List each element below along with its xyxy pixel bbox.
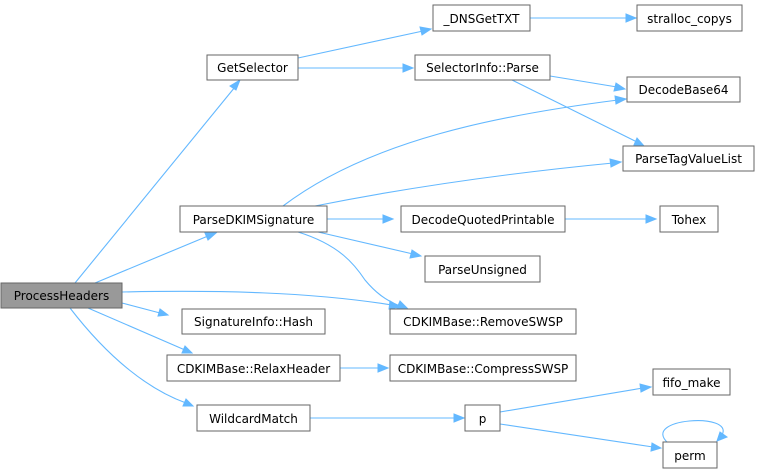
node-getselector[interactable]: GetSelector xyxy=(206,54,299,81)
node-label: SelectorInfo::Parse xyxy=(426,61,539,75)
node-relaxheader[interactable]: CDKIMBase::RelaxHeader xyxy=(166,354,341,382)
edge-decodequotedprintable-tohex xyxy=(565,214,658,224)
edge-processheaders-parsedkimsignature xyxy=(94,232,218,284)
edge-p-fifomake xyxy=(499,383,653,413)
node-decodebase64[interactable]: DecodeBase64 xyxy=(626,76,741,103)
edge-processheaders-wildcardmatch xyxy=(69,307,195,407)
node-decodequotedprintable[interactable]: DecodeQuotedPrintable xyxy=(400,205,566,233)
edge-processheaders-relaxheader xyxy=(87,307,194,354)
node-tohex[interactable]: Tohex xyxy=(659,205,719,233)
edge-wildcardmatch-p xyxy=(310,413,466,423)
edge-parsedkimsignature-decodebase64 xyxy=(282,95,628,207)
node-perm[interactable]: perm xyxy=(662,441,718,469)
node-wildcardmatch[interactable]: WildcardMatch xyxy=(196,404,311,432)
node-compressswsp[interactable]: CDKIMBase::CompressSWSP xyxy=(389,354,577,382)
node-signatureinfohash[interactable]: SignatureInfo::Hash xyxy=(181,308,326,335)
node-parseunsigned[interactable]: ParseUnsigned xyxy=(424,255,541,283)
edge-processheaders-removeswsp xyxy=(121,290,402,310)
node-label: fifo_make xyxy=(662,376,720,390)
node-label: DecodeBase64 xyxy=(638,83,728,97)
edge-selectorinfoparse-decodebase64 xyxy=(549,75,627,92)
node-parsetagvaluelist[interactable]: ParseTagValueList xyxy=(622,145,755,172)
node-label: perm xyxy=(674,449,705,463)
edge-relaxheader-compressswsp xyxy=(340,363,390,373)
node-label: CDKIMBase::CompressSWSP xyxy=(398,362,569,376)
node-label: CDKIMBase::RelaxHeader xyxy=(177,362,330,376)
edge-parsedkimsignature-parsetagvaluelist xyxy=(314,158,623,207)
edge-parsedkimsignature-removeswsp xyxy=(297,231,410,310)
node-label: ParseTagValueList xyxy=(635,152,742,166)
node-label: CDKIMBase::RemoveSWSP xyxy=(403,315,563,329)
node-processheaders[interactable]: ProcessHeaders xyxy=(0,282,123,309)
edge-processheaders-signatureinfohash xyxy=(121,302,170,317)
node-label: ParseDKIMSignature xyxy=(193,213,315,227)
node-selectorinfoparse[interactable]: SelectorInfo::Parse xyxy=(414,54,551,81)
node-strallocopys[interactable]: stralloc_copys xyxy=(636,4,743,32)
edge-parsedkimsignature-parseunsigned xyxy=(317,231,423,259)
node-label: GetSelector xyxy=(217,61,288,75)
node-label: DecodeQuotedPrintable xyxy=(412,213,555,227)
node-removeswsp[interactable]: CDKIMBase::RemoveSWSP xyxy=(389,308,577,335)
node-label: Tohex xyxy=(671,213,707,227)
node-label: ParseUnsigned xyxy=(438,263,527,277)
node-label: SignatureInfo::Hash xyxy=(194,315,313,329)
node-label: _DNSGetTXT xyxy=(443,12,521,26)
node-p[interactable]: p xyxy=(464,404,501,432)
edge-perm-perm-selfloop xyxy=(662,420,729,444)
edge-parsedkimsignature-decodequotedprintable xyxy=(327,214,395,224)
edge-processheaders-getselector xyxy=(74,78,242,284)
node-label: WildcardMatch xyxy=(209,412,298,426)
node-fifomake[interactable]: fifo_make xyxy=(652,368,731,396)
edge-dnsgettxt-strallocopys xyxy=(530,13,638,23)
node-label: stralloc_copys xyxy=(647,12,732,26)
node-label: ProcessHeaders xyxy=(14,289,109,303)
edge-getselector-selectorinfoparse xyxy=(298,63,415,73)
node-label: p xyxy=(479,412,487,426)
node-parsedkimsignature[interactable]: ParseDKIMSignature xyxy=(179,205,328,233)
edge-p-perm xyxy=(499,423,663,452)
node-dnsgettxt[interactable]: _DNSGetTXT xyxy=(432,4,531,32)
edge-getselector-dnsgettxt xyxy=(297,26,433,59)
